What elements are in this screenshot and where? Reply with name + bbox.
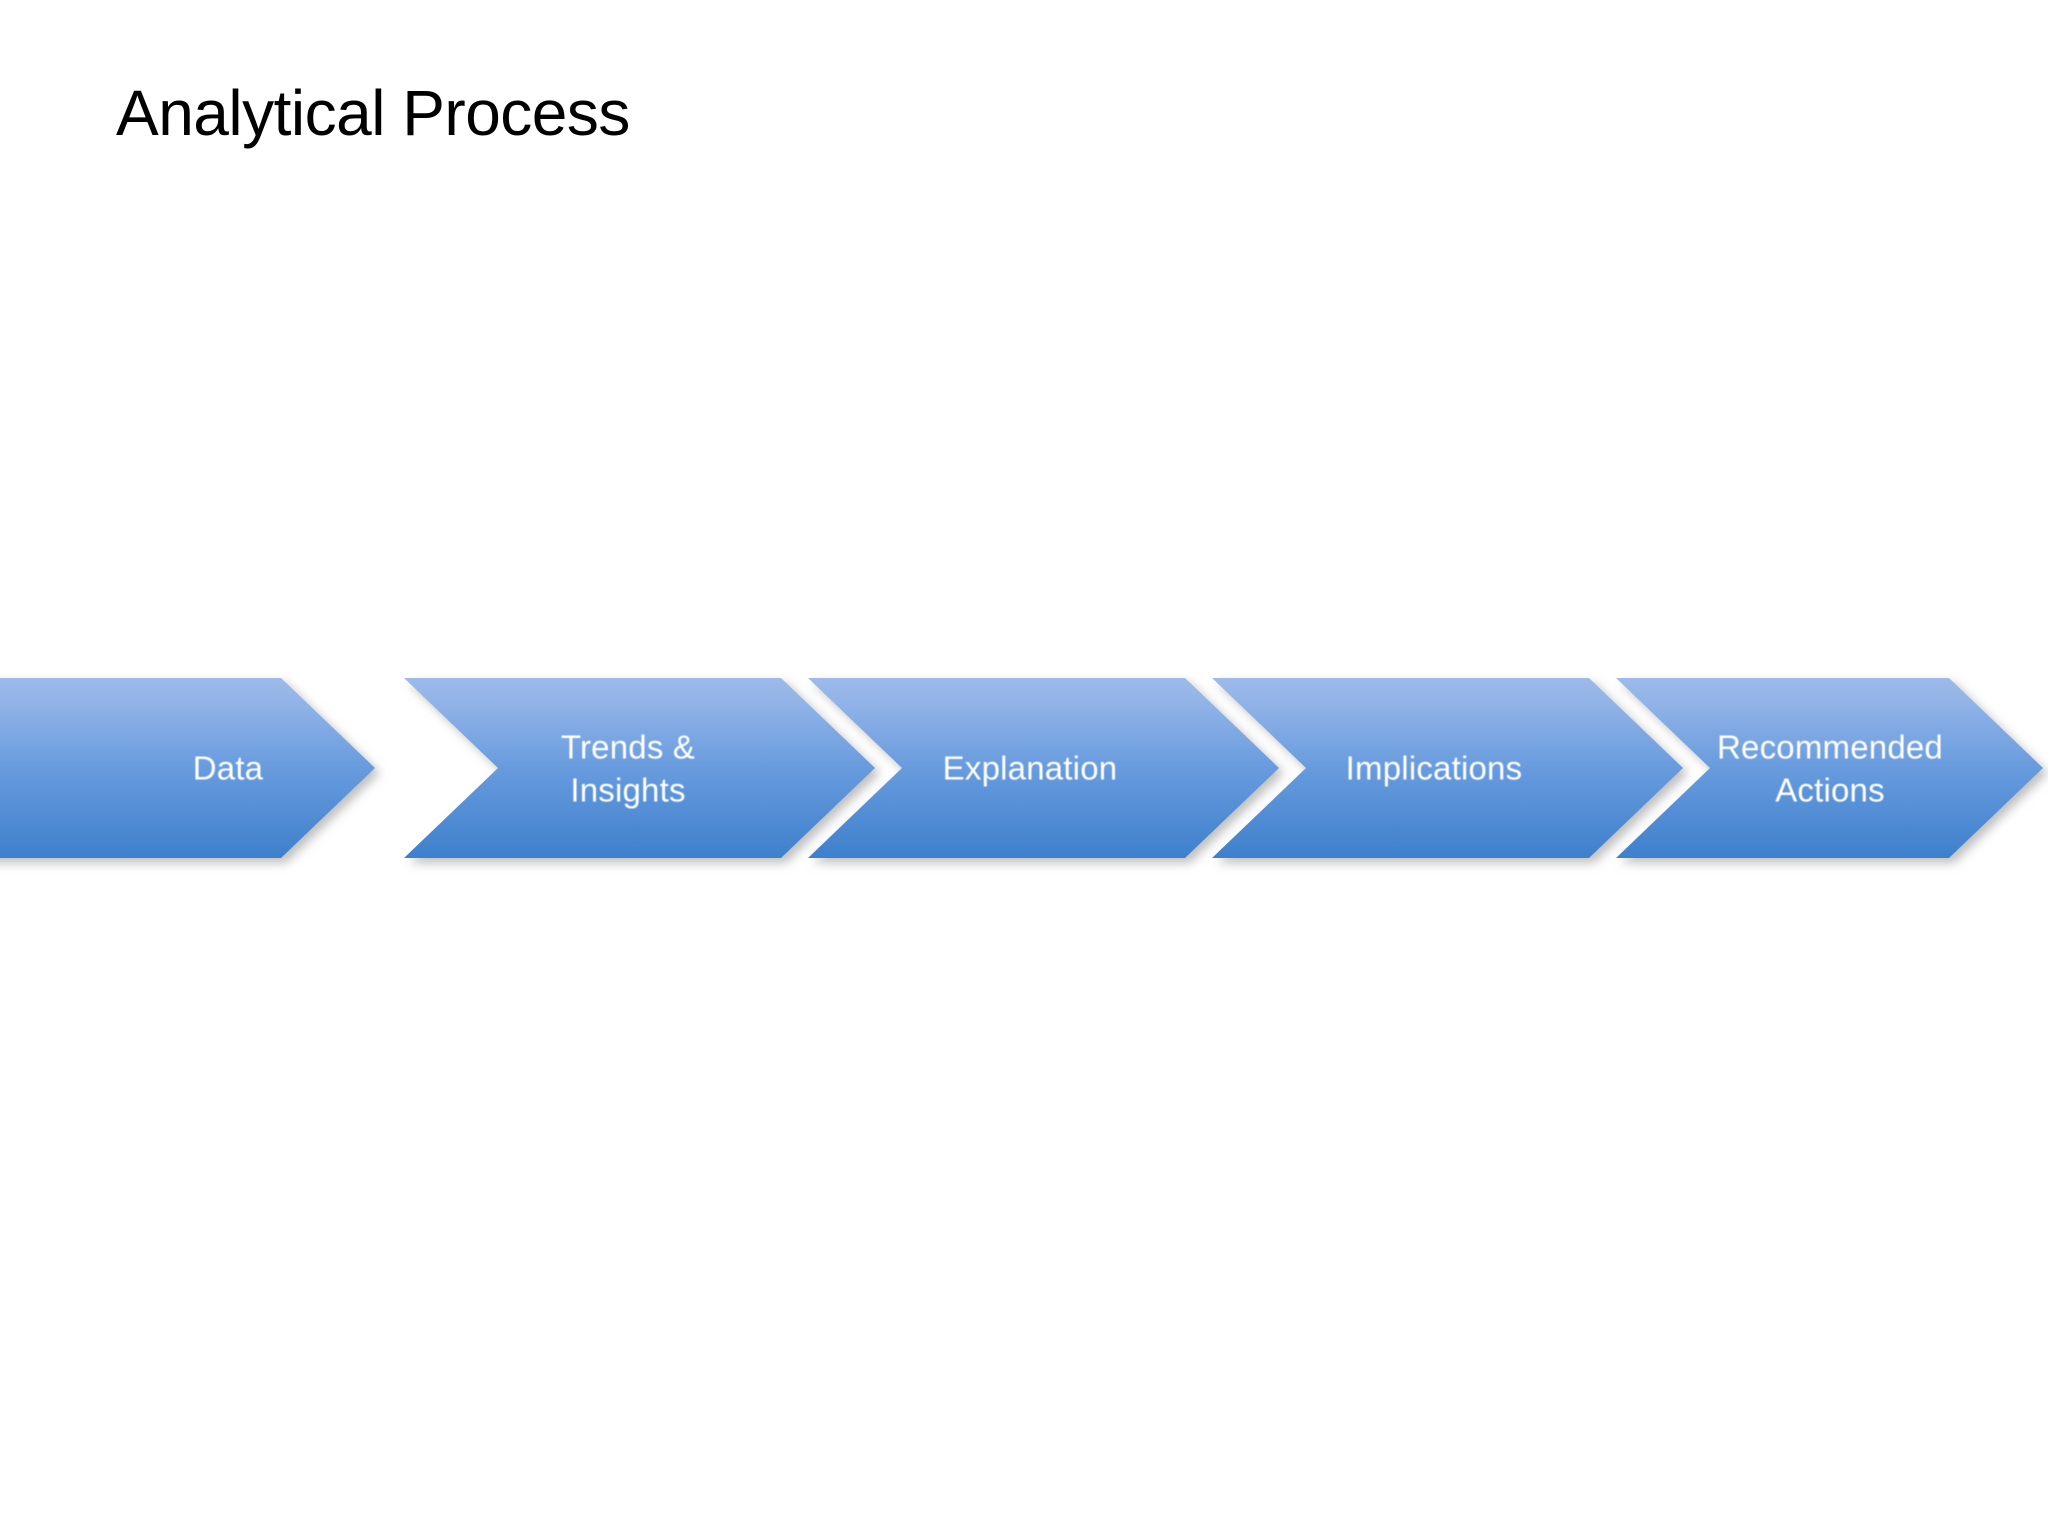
process-step-1[interactable]: Data [0, 678, 375, 858]
process-flow-diagram: Data Trends & Insights Explanation Impli… [0, 640, 2048, 900]
chevron-shape-5 [1616, 678, 2043, 858]
process-step-4[interactable]: Implications [1212, 678, 1683, 858]
page-title: Analytical Process [116, 77, 630, 149]
process-step-3-label: Explanation [943, 750, 1118, 787]
chevron-shape-4 [1212, 678, 1683, 858]
process-step-5-label-line2: Actions [1775, 772, 1885, 809]
process-step-5-label-line1: Recommended [1717, 729, 1943, 766]
chevron-shape-1 [0, 678, 375, 858]
process-step-1-label: Data [193, 750, 264, 787]
chevron-shape-3 [808, 678, 1279, 858]
process-step-5[interactable]: Recommended Actions [1616, 678, 2043, 858]
process-step-4-label: Implications [1346, 750, 1523, 787]
process-step-2[interactable]: Trends & Insights [404, 678, 875, 858]
process-step-3[interactable]: Explanation [808, 678, 1279, 858]
chevron-shape-2 [404, 678, 875, 858]
process-step-2-label-line1: Trends & [561, 729, 695, 766]
process-step-2-label-line2: Insights [570, 772, 685, 809]
